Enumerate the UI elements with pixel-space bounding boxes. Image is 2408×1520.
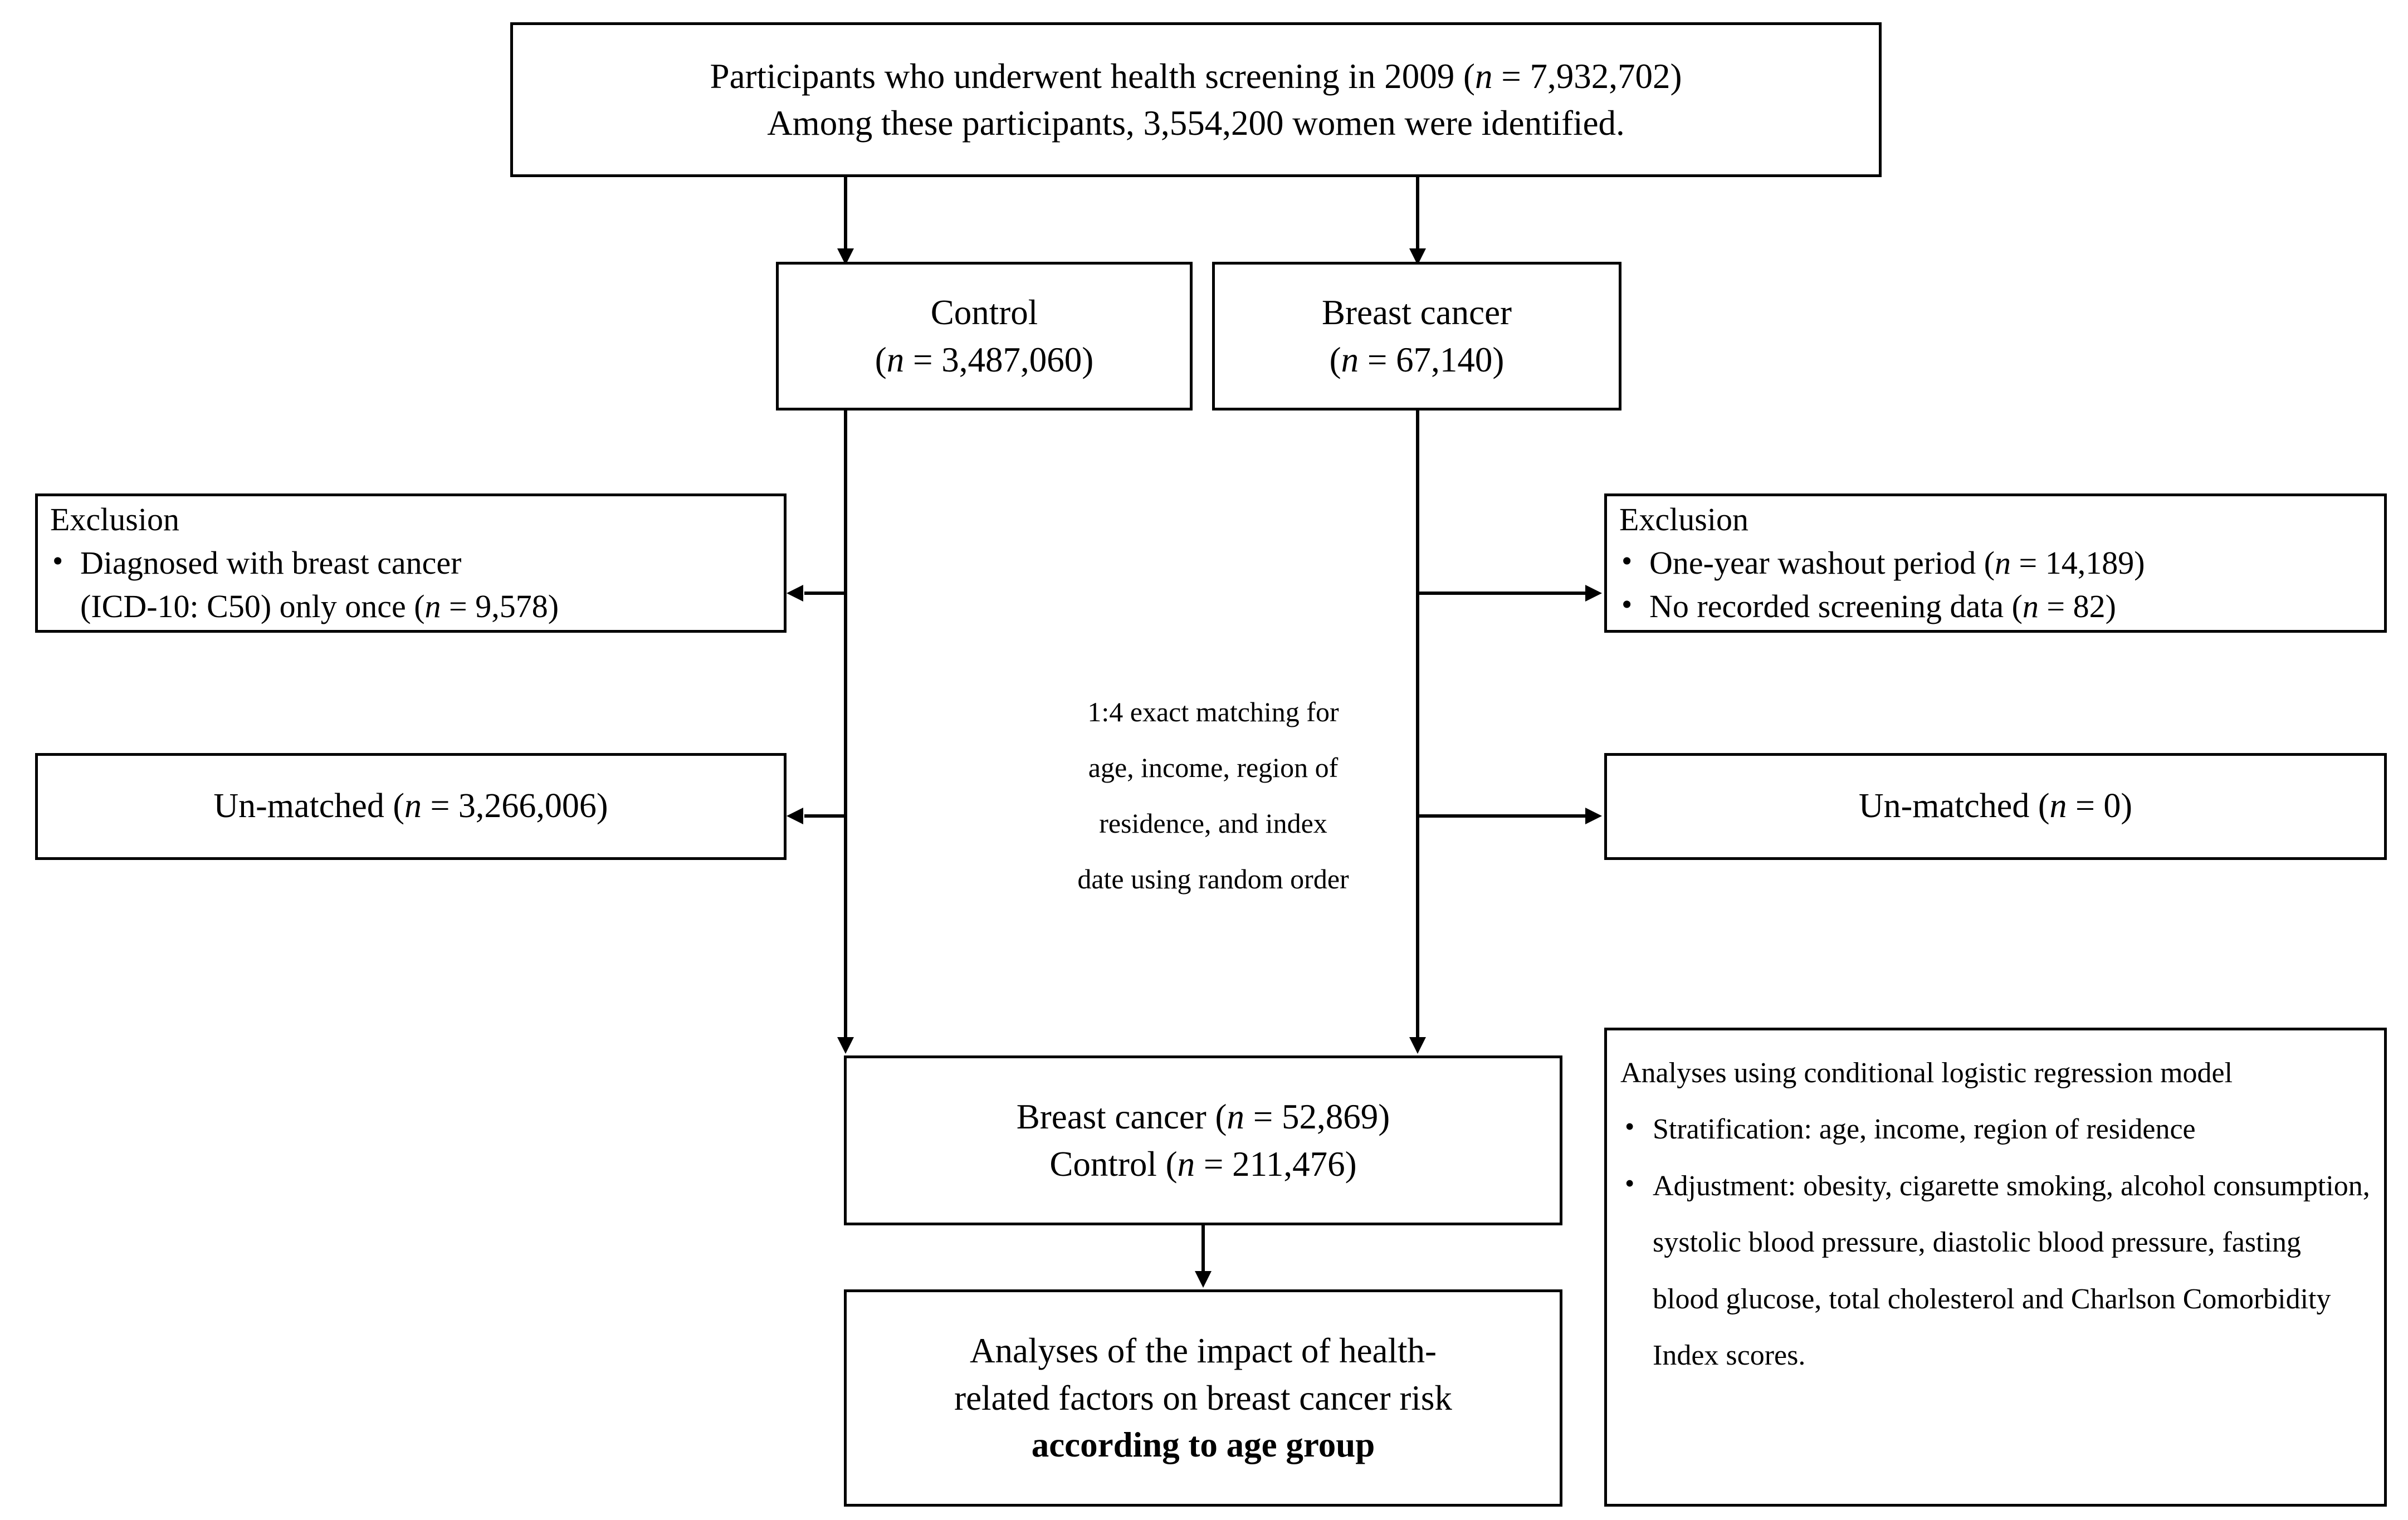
breast-cancer-count: (n = 67,140) <box>1329 340 1505 379</box>
n-variable: n <box>1341 340 1359 379</box>
unmatched-control-text: Un-matched (n = 3,266,006) <box>213 787 608 825</box>
unmatched-breast-cancer-text: Un-matched (n = 0) <box>1858 787 2133 825</box>
exclusion-control-box: Exclusion Diagnosed with breast cancer (… <box>35 493 787 633</box>
exclusion-breast-cancer-heading: Exclusion <box>1619 501 1748 538</box>
arrowhead-control-to-matched <box>837 1037 854 1054</box>
statistical-methods-item-2: Adjustment: obesity, cigarette smoking, … <box>1653 1170 2370 1371</box>
analysis-outcome-line-2: related factors on breast cancer risk <box>954 1378 1452 1418</box>
arrowhead-matched-to-outcome <box>1195 1271 1212 1288</box>
n-variable: n <box>1177 1144 1195 1184</box>
control-count: (n = 3,487,060) <box>875 340 1094 379</box>
connector-control-to-exclusion <box>804 592 846 595</box>
connector-matched-to-outcome <box>1201 1225 1205 1275</box>
analysis-outcome-line-3-emphasis: according to age group <box>1031 1425 1375 1465</box>
exclusion-breast-cancer-item-2: No recorded screening data (n = 82) <box>1649 588 2116 624</box>
exclusion-breast-cancer-list: One-year washout period (n = 14,189) No … <box>1614 540 2378 628</box>
arrowhead-breast-cancer-to-unmatched <box>1585 808 1602 824</box>
breast-cancer-group-box: Breast cancer (n = 67,140) <box>1212 262 1621 410</box>
exclusion-breast-cancer-item-1: One-year washout period (n = 14,189) <box>1649 545 2145 581</box>
arrowhead-control-to-exclusion <box>787 585 803 602</box>
list-item: No recorded screening data (n = 82) <box>1614 584 2378 628</box>
analysis-outcome-line-1: Analyses of the impact of health- <box>970 1331 1437 1371</box>
connector-breast-cancer-to-unmatched <box>1418 814 1585 818</box>
unmatched-breast-cancer-box: Un-matched (n = 0) <box>1604 753 2387 860</box>
exclusion-control-heading: Exclusion <box>50 501 179 538</box>
connector-control-to-unmatched <box>804 814 846 818</box>
unmatched-control-box: Un-matched (n = 3,266,006) <box>35 753 787 860</box>
exclusion-control-list: Diagnosed with breast cancer (ICD-10: C5… <box>45 540 778 628</box>
list-item: Diagnosed with breast cancer (ICD-10: C5… <box>45 540 778 628</box>
list-item: Adjustment: obesity, cigarette smoking, … <box>1617 1157 2372 1384</box>
n-variable: n <box>886 340 905 379</box>
n-variable: n <box>2049 787 2067 825</box>
matched-control-count: Control (n = 211,476) <box>1049 1144 1357 1184</box>
statistical-methods-list: Stratification: age, income, region of r… <box>1617 1100 2372 1384</box>
control-label: Control <box>930 293 1038 333</box>
connector-breast-cancer-trunk <box>1416 410 1419 1042</box>
matching-annotation-line-3: residence, and index <box>1099 808 1327 839</box>
exclusion-breast-cancer-box: Exclusion One-year washout period (n = 1… <box>1604 493 2387 633</box>
n-variable: n <box>1227 1097 1245 1137</box>
exclusion-control-item-1-line-1: Diagnosed with breast cancer <box>80 545 462 581</box>
list-item: One-year washout period (n = 14,189) <box>1614 540 2378 585</box>
n-variable: n <box>404 787 422 825</box>
arrowhead-control-to-unmatched <box>787 808 803 824</box>
statistical-methods-heading: Analyses using conditional logistic regr… <box>1620 1057 2233 1089</box>
connector-breast-cancer-to-exclusion <box>1418 592 1585 595</box>
n-variable: n <box>424 588 441 624</box>
matching-annotation-line-2: age, income, region of <box>1088 752 1339 783</box>
control-group-box: Control (n = 3,487,060) <box>776 262 1193 410</box>
n-variable: n <box>1474 56 1493 96</box>
matched-cohort-box: Breast cancer (n = 52,869) Control (n = … <box>844 1055 1562 1225</box>
connector-source-to-breast-cancer <box>1416 177 1419 253</box>
n-variable: n <box>1995 545 2011 581</box>
matching-annotation: 1:4 exact matching for age, income, regi… <box>1007 684 1419 907</box>
statistical-methods-item-1: Stratification: age, income, region of r… <box>1653 1113 2196 1146</box>
analysis-outcome-box: Analyses of the impact of health- relate… <box>844 1289 1562 1507</box>
matching-annotation-line-4: date using random order <box>1077 863 1349 895</box>
n-variable: n <box>2022 588 2039 624</box>
arrowhead-breast-cancer-to-exclusion <box>1585 585 1602 602</box>
exclusion-control-item-1-line-2: (ICD-10: C50) only once (n = 9,578) <box>80 588 559 624</box>
connector-source-to-control <box>844 177 847 253</box>
list-item: Stratification: age, income, region of r… <box>1617 1100 2372 1157</box>
matched-breast-cancer-count: Breast cancer (n = 52,869) <box>1016 1097 1390 1137</box>
breast-cancer-label: Breast cancer <box>1321 293 1512 333</box>
matching-annotation-line-1: 1:4 exact matching for <box>1087 696 1339 727</box>
source-population-line-2: Among these participants, 3,554,200 wome… <box>767 104 1625 143</box>
connector-control-trunk <box>844 410 847 1042</box>
statistical-methods-box: Analyses using conditional logistic regr… <box>1604 1028 2387 1507</box>
source-population-box: Participants who underwent health screen… <box>510 22 1882 177</box>
arrowhead-breast-cancer-to-matched <box>1409 1037 1426 1054</box>
source-population-line-1: Participants who underwent health screen… <box>710 56 1682 96</box>
